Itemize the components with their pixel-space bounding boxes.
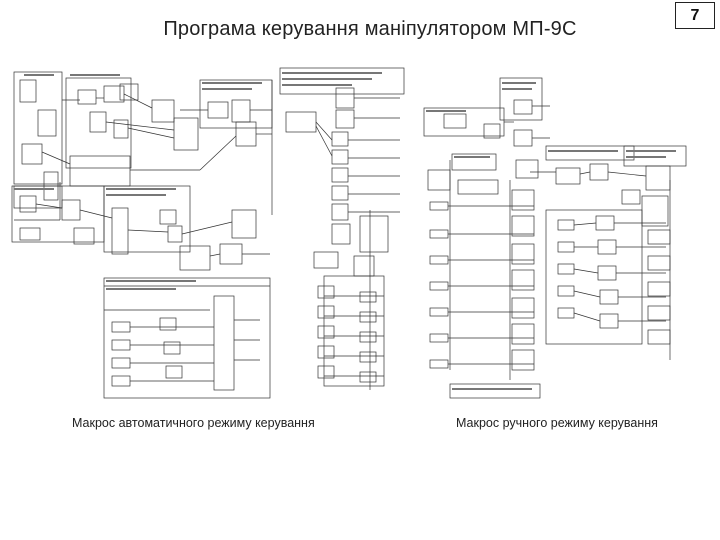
caption-auto-mode: Макрос автоматичного режиму керування (72, 416, 315, 430)
page-number-box: 7 (675, 2, 715, 29)
caption-manual-mode: Макрос ручного режиму керування (456, 416, 658, 430)
manual-mode-macro-diagram (423, 77, 687, 399)
auto-mode-macro-diagram (11, 67, 405, 399)
slide-title: Програма керування маніпулятором МП-9С (163, 18, 577, 40)
page-number: 7 (690, 6, 700, 24)
